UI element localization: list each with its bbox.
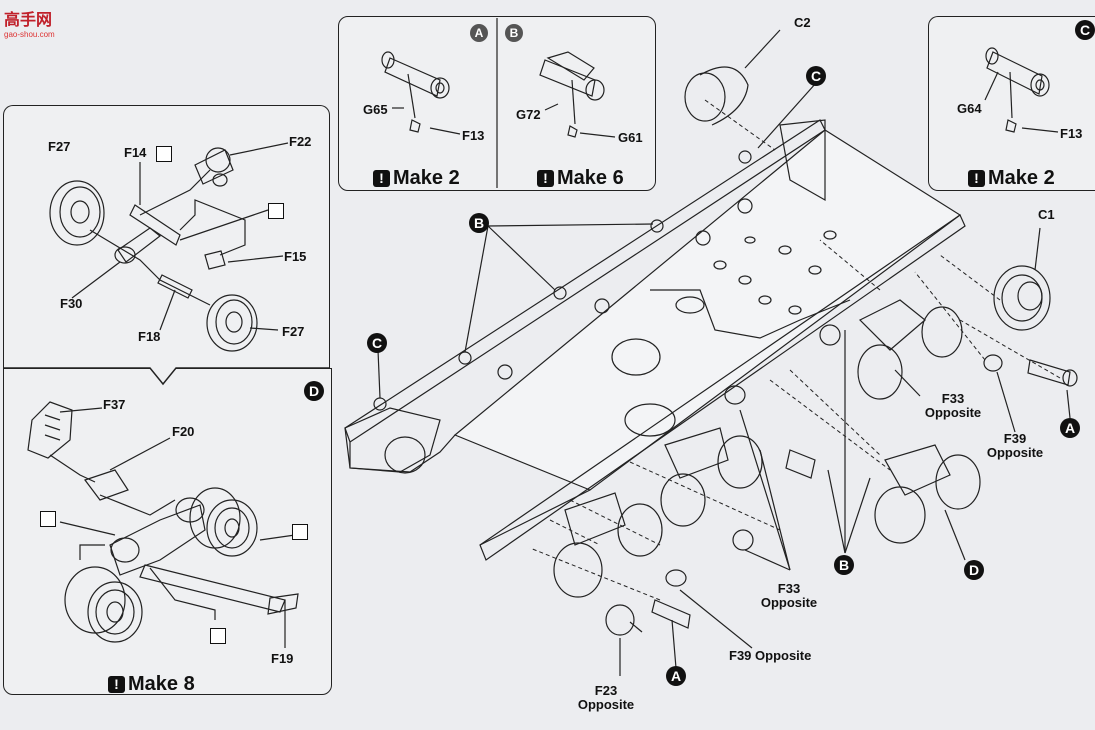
glue-icon [210, 628, 226, 644]
label-g72: G72 [516, 107, 541, 122]
badge-c-panel: C [1075, 20, 1095, 40]
bogie-body [109, 497, 206, 576]
make-2-c: !Make 2 [968, 167, 1055, 190]
label-f33-right-sub: Opposite [924, 405, 982, 420]
label-c1: C1 [1038, 207, 1055, 222]
label-f39-right: F39 Opposite [980, 432, 1050, 460]
label-f19: F19 [271, 651, 294, 666]
make-8-d: !Make 8 [108, 673, 195, 696]
make-count-a: Make 2 [393, 167, 460, 189]
part-f15 [204, 250, 226, 270]
label-f33-mid-sub: Opposite [760, 595, 818, 610]
label-f37: F37 [103, 397, 126, 412]
hull-chassis [344, 66, 966, 561]
badge-c-top: C [806, 66, 826, 86]
badge-b-left: B [469, 213, 489, 233]
label-f23-sub: Opposite [577, 697, 635, 712]
label-f13-c: F13 [1060, 126, 1083, 141]
suspension-arm-f30 [114, 204, 181, 264]
label-f33-mid-code: F33 [777, 581, 801, 596]
badge-a: A [470, 24, 488, 42]
warning-icon: ! [968, 170, 985, 187]
label-c2: C2 [794, 15, 811, 30]
label-f30: F30 [60, 296, 83, 311]
torsion-bar-f19 [139, 564, 299, 615]
badge-c-left: C [367, 333, 387, 353]
label-f13-a: F13 [462, 128, 485, 143]
bogie-middle [660, 427, 763, 527]
part-f39-bottom [665, 569, 687, 587]
label-f23-code: F23 [594, 683, 618, 698]
badge-a-right: A [1060, 418, 1080, 438]
shock-absorber-f22 [194, 147, 234, 187]
label-f14: F14 [124, 145, 147, 160]
badge-b-bottom: B [834, 555, 854, 575]
part-f23 [605, 604, 635, 636]
make-count-b: Make 6 [557, 167, 624, 189]
label-f39-right-sub: Opposite [986, 445, 1044, 460]
make-count-d: Make 8 [128, 673, 195, 695]
label-f23: F23 Opposite [571, 684, 641, 712]
badge-d-right: D [964, 560, 984, 580]
badge-a-bottom: A [666, 666, 686, 686]
badge-b: B [505, 24, 523, 42]
part-f33-right [724, 385, 746, 405]
axle-f18 [157, 274, 193, 299]
road-wheel-f27-bottom [206, 294, 258, 352]
label-f33-mid: F33 Opposite [753, 582, 825, 610]
glue-icon [40, 511, 56, 527]
glue-icon [268, 203, 284, 219]
bogie-right-lower [874, 444, 981, 544]
label-g65: G65 [363, 102, 388, 117]
make-6-b: !Make 6 [537, 167, 624, 190]
label-f27-top: F27 [48, 139, 71, 154]
label-f27-bottom: F27 [282, 324, 305, 339]
badge-d-panel: D [304, 381, 324, 401]
final-drive-right [1027, 359, 1078, 387]
part-g64 [985, 47, 1050, 97]
bogie-front [553, 492, 663, 598]
label-f20: F20 [172, 424, 195, 439]
label-g64: G64 [957, 101, 982, 116]
glue-icon [292, 524, 308, 540]
label-f39-right-code: F39 [1003, 431, 1027, 446]
label-f33-right: F33 Opposite [918, 392, 988, 420]
label-g61: G61 [618, 130, 643, 145]
label-f33-right-code: F33 [941, 391, 965, 406]
bogie-wheels-rear [64, 566, 143, 643]
glue-icon [156, 146, 172, 162]
watermark-url: gao-shou.com [4, 30, 55, 39]
label-f15: F15 [284, 249, 307, 264]
part-f33-mid [732, 529, 754, 551]
bracket-f20 [84, 469, 129, 501]
watermark-logo: 高手网 gao-shou.com [4, 6, 55, 39]
warning-icon: ! [537, 170, 554, 187]
label-f18: F18 [138, 329, 161, 344]
make-count-c: Make 2 [988, 167, 1055, 189]
sprocket-c1 [993, 265, 1051, 331]
make-2-a: !Make 2 [373, 167, 460, 190]
panel-d-suspension-assembly [3, 368, 332, 695]
part-g65-shaft [381, 51, 450, 99]
label-f22: F22 [289, 134, 312, 149]
label-f39-bottom: F39 Opposite [729, 648, 812, 663]
watermark-logo-text: 高手网 [4, 12, 53, 29]
bogie-right-upper [819, 299, 963, 400]
road-wheel-f27-top [49, 180, 105, 246]
warning-icon: ! [373, 170, 390, 187]
bracket-f37 [27, 401, 73, 459]
bogie-wheels-front [189, 487, 258, 557]
warning-icon: ! [108, 676, 125, 693]
final-drive-bottom [651, 599, 691, 629]
part-b-mid [785, 449, 816, 479]
part-g72 [539, 51, 605, 101]
